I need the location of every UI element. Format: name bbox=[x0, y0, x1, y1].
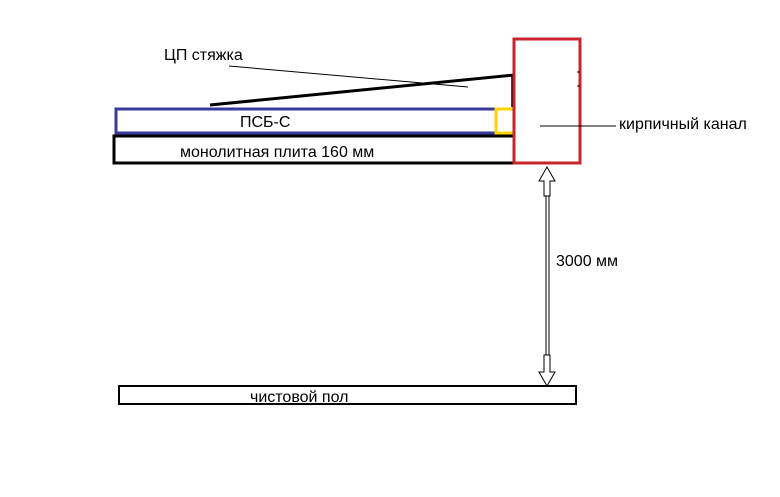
screed-leader-line bbox=[228, 65, 469, 88]
height-dimension-label: 3000 мм bbox=[556, 253, 618, 270]
insulation-label: ПСБ-С bbox=[240, 114, 290, 131]
height-dimension-arrow bbox=[538, 165, 556, 388]
brick-channel-label: кирпичный канал bbox=[619, 116, 747, 133]
arrow-head-top bbox=[538, 165, 556, 197]
screed-top-line bbox=[209, 73, 515, 107]
finish-floor-label: чистовой пол bbox=[250, 389, 348, 406]
insulation-layer bbox=[114, 107, 498, 135]
arrow-head-bottom bbox=[538, 354, 556, 388]
brick-channel bbox=[512, 37, 582, 165]
screed-layer bbox=[209, 73, 515, 107]
slab-label: монолитная плита 160 мм bbox=[180, 144, 374, 161]
insulation-gap-filler bbox=[494, 107, 516, 135]
finish-floor bbox=[118, 385, 577, 405]
monolithic-slab bbox=[112, 134, 518, 165]
screed-label: ЦП стяжка bbox=[164, 47, 243, 64]
